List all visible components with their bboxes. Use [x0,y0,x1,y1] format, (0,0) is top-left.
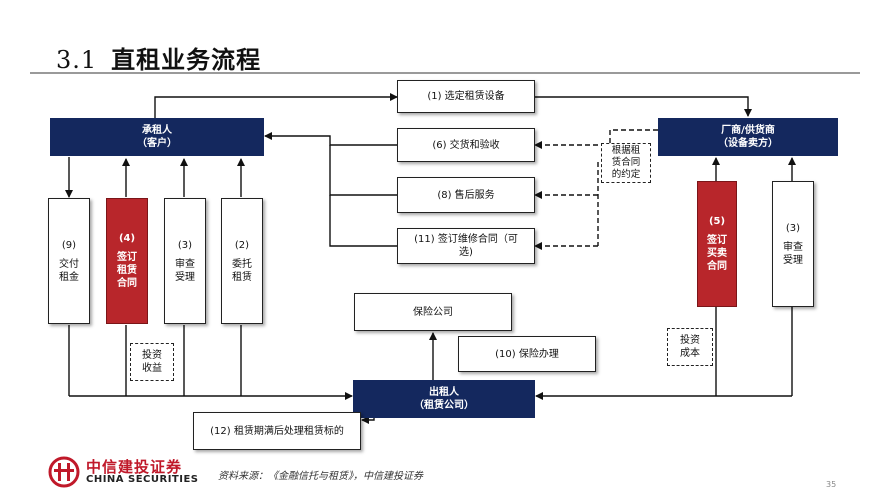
step2-commission-lease: (2) 委托 租赁 [221,198,263,324]
lessor-box: 出租人 （租赁公司） [353,380,535,418]
investment-income-line2: 收益 [142,363,162,374]
step9-line1: 交付 [59,258,79,270]
step3-review-right: (3) 审查 受理 [772,181,814,307]
vendor-sublabel: （设备卖方） [718,138,778,149]
step5-line3: 合同 [707,261,727,272]
lessor-label: 出租人 [429,387,459,398]
step2-line2: 租赁 [232,271,252,283]
connector-step6-to-lessee [264,132,397,146]
step8-after-sales: (8) 售后服务 [397,177,535,213]
step3-left-line2: 受理 [175,271,195,283]
section-title: 直租业务流程 [111,46,262,74]
connector-step11-merge [329,195,397,247]
step3-left-line1: 审查 [175,258,195,270]
page-title: 3.1 直租业务流程 [56,40,261,75]
step3-review-left: (3) 审查 受理 [164,198,206,324]
step1-select-equipment: (1) 选定租赁设备 [397,80,535,113]
step3-right-line2: 受理 [783,254,803,266]
agreement-note-line3: 的约定 [611,169,641,180]
investment-cost-line2: 成本 [680,348,700,359]
step5-sign-purchase-contract: (5) 签订 买卖 合同 [697,181,737,307]
step4-line1: 签订 [117,252,137,263]
step11-line2: 选) [459,247,473,258]
step5-number: (5) [708,216,726,227]
step5-line2: 买卖 [707,248,727,259]
source-note: 资料来源：《金融信托与租赁》，中信建投证券 [218,471,423,482]
section-number: 3.1 [56,46,98,74]
step5-line1: 签订 [707,235,727,246]
vendor-box: 厂商/供货商 （设备卖方） [658,118,838,156]
insurance-company-box: 保险公司 [354,293,512,331]
step4-line3: 合同 [117,278,137,289]
lessor-sublabel: （租赁公司） [414,400,474,411]
step3-right-number: (3) [785,222,801,234]
step3-right-line1: 审查 [783,241,803,253]
investment-cost-line1: 投资 [680,335,700,346]
step3-left-number: (3) [177,239,193,251]
connector-vendor-to-note [609,129,658,143]
title-divider [30,72,860,74]
lessee-sublabel: （客户） [137,138,177,149]
step9-number: (9) [61,239,77,251]
step9-line2: 租金 [59,271,79,283]
step6-delivery-acceptance: (6) 交货和验收 [397,128,535,162]
vendor-label: 厂商/供货商 [721,125,775,136]
lessee-label: 承租人 [142,125,172,136]
brand-name-en: CHINA SECURITIES [86,474,199,485]
step12-end-of-lease: (12) 租赁期满后处理租赁标的 [193,412,361,450]
step4-number: (4) [118,233,136,244]
agreement-note-line2: 赁合同 [611,157,641,168]
lessee-box: 承租人 （客户） [50,118,264,156]
citic-logo-icon [48,456,80,488]
investment-income-line1: 投资 [142,350,162,361]
step4-sign-lease-contract: (4) 签订 租赁 合同 [106,198,148,324]
investment-cost-note: 投资 成本 [667,328,713,366]
brand-name-cn: 中信建投证券 [86,458,183,476]
step4-line2: 租赁 [117,265,137,276]
step11-line1: (11) 签订维修合同（可 [414,234,518,245]
connector-step1-in [154,93,398,118]
investment-income-note: 投资 收益 [130,343,174,381]
step2-line1: 委托 [232,258,252,270]
agreement-note-line1: 根据租 [611,145,641,156]
step11-maintenance-contract: (11) 签订维修合同（可 选) [397,228,535,264]
connector-step8-merge [329,145,397,196]
step2-number: (2) [234,239,250,251]
step10-insurance-handling: (10) 保险办理 [458,336,596,372]
agreement-note: 根据租 赁合同 的约定 [601,143,651,183]
connector-step1-out [535,96,752,117]
page-number: 35 [826,480,837,489]
step9-pay-rent: (9) 交付 租金 [48,198,90,324]
